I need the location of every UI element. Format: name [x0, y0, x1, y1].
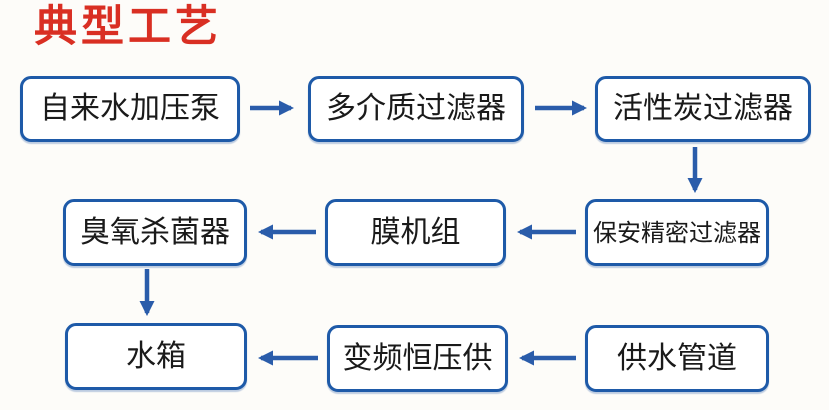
node-membrane-unit: 膜机组 — [325, 199, 506, 266]
node-activated-carbon-filter: 活性炭过滤器 — [595, 76, 811, 142]
node-vfd-constant-pressure-supply: 变频恒压供 — [327, 325, 508, 392]
node-water-supply-pipe: 供水管道 — [585, 325, 769, 392]
page-title: 典型工艺 — [34, 2, 222, 52]
node-ozone-sterilizer: 臭氧杀菌器 — [63, 199, 247, 266]
node-water-tank: 水箱 — [65, 323, 247, 390]
node-tap-water-booster-pump: 自来水加压泵 — [20, 76, 240, 142]
node-security-precision-filter: 保安精密过滤器 — [585, 199, 769, 266]
node-multimedia-filter: 多介质过滤器 — [308, 76, 524, 142]
